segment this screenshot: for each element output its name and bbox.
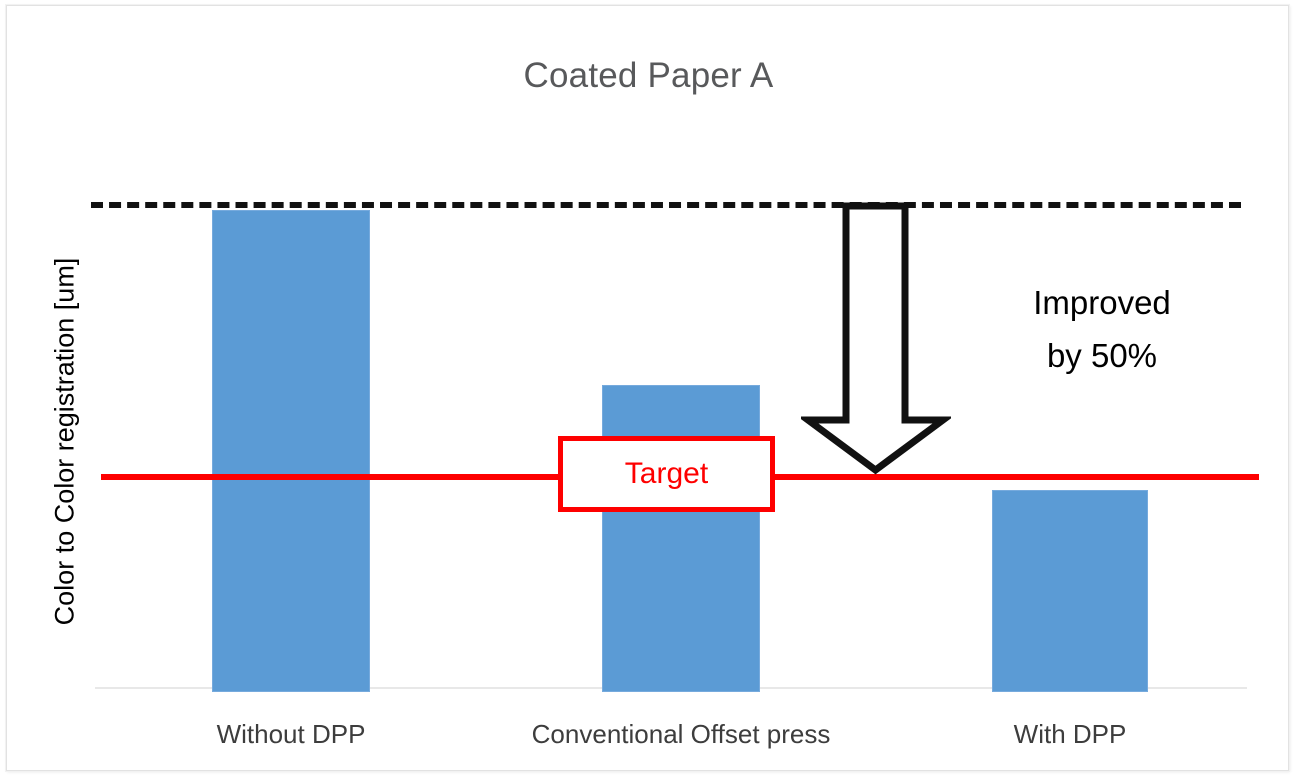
chart-title: Coated Paper A <box>523 56 774 95</box>
bar-with-dpp <box>992 490 1148 692</box>
dashed-reference-line <box>91 202 1241 208</box>
improvement-annotation-line1: Improved <box>1033 284 1171 321</box>
x-axis-label-without-dpp: Without DPP <box>216 719 366 749</box>
chart-frame: Coated Paper A Color to Color registrati… <box>6 5 1289 771</box>
improvement-annotation-line2: by 50% <box>1046 337 1158 375</box>
improvement-down-arrow-icon <box>801 202 951 475</box>
x-axis-label-conventional-offset-press: Conventional Offset press <box>531 719 831 749</box>
chart-canvas: Coated Paper A Color to Color registrati… <box>7 6 1288 770</box>
target-callout-box: Target <box>558 436 775 512</box>
plot-region: Target Improved by 50% Without DPP Conve… <box>7 6 1290 772</box>
x-axis-label-with-dpp: With DPP <box>1013 719 1127 749</box>
bar-without-dpp <box>212 210 370 692</box>
bar-conventional-offset-press <box>602 385 760 692</box>
improvement-annotation: Improved by 50% <box>967 276 1237 383</box>
target-callout-label: Target <box>624 457 709 490</box>
